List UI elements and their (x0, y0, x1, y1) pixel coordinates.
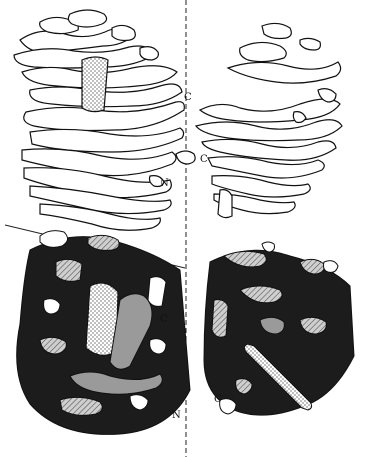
top-left-model (14, 10, 184, 230)
label-top-middle-c: C (184, 92, 192, 103)
label-top-left-n: N (160, 178, 169, 189)
label-bottom-right-c: C (214, 394, 222, 405)
bottom-right-model (204, 242, 354, 415)
label-top-right-c: C (200, 154, 208, 165)
bottom-left-model (17, 231, 190, 435)
label-bottom-left-c: C (160, 314, 168, 325)
top-right-model (176, 23, 342, 217)
label-bottom-left-n: N (172, 410, 181, 421)
